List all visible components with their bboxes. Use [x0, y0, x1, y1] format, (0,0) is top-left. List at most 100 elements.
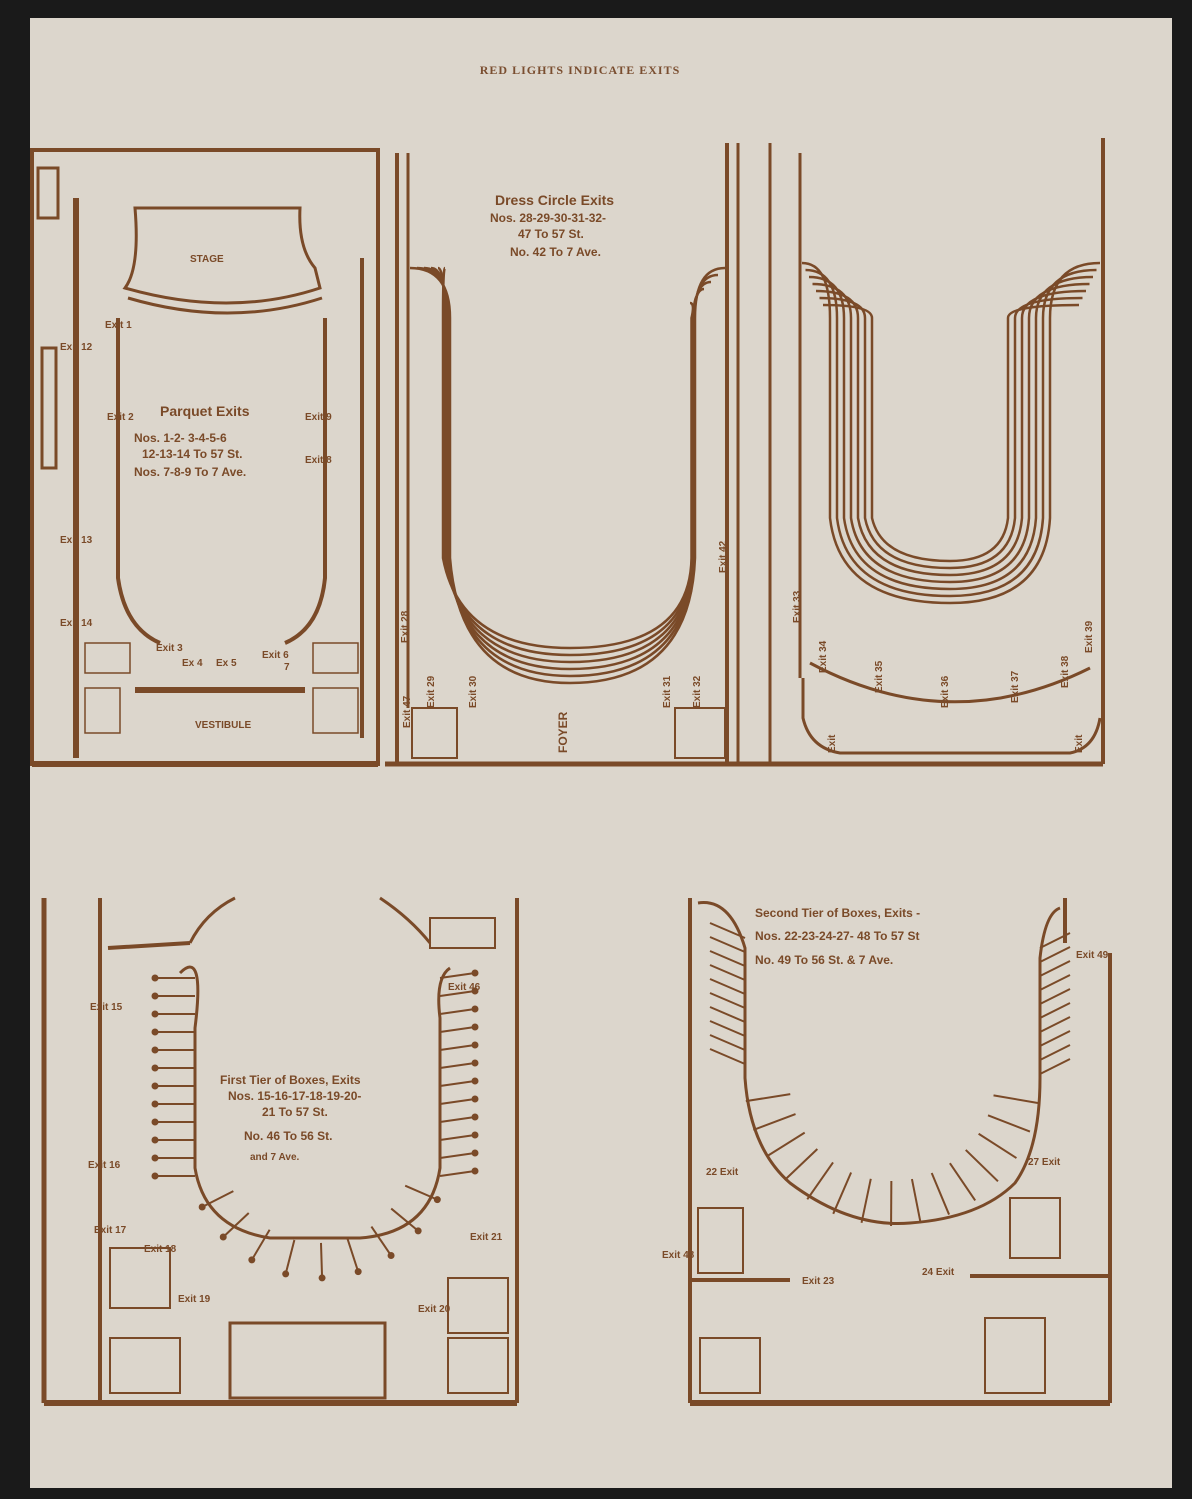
- box-divider: [346, 1238, 360, 1272]
- dress-circle-row: [430, 266, 705, 664]
- box-divider: [439, 1152, 476, 1159]
- box-divider: [910, 1178, 922, 1224]
- box-divider: [284, 1239, 296, 1275]
- box-dot: [318, 1274, 326, 1282]
- dc-exit-47: Exit 47: [402, 695, 413, 728]
- box-divider: [222, 1212, 250, 1238]
- parquet-plan: STAGE VESTIBULE Parquet Exits Nos. 1-2- …: [30, 148, 380, 767]
- box-divider: [993, 1094, 1039, 1104]
- box-dot: [387, 1252, 395, 1260]
- parquet-line-1: Nos. 1-2- 3-4-5-6: [134, 431, 227, 445]
- box-dot: [151, 1046, 159, 1054]
- box-dot: [433, 1196, 441, 1204]
- box-divider: [766, 1131, 806, 1158]
- box-dot: [151, 974, 159, 982]
- parquet-exit-1: Exit 1: [105, 320, 132, 331]
- box-divider: [439, 1116, 476, 1123]
- box-divider: [201, 1190, 234, 1208]
- box-divider: [965, 1149, 999, 1183]
- ft-exit-18: Exit 18: [144, 1244, 177, 1255]
- box-divider: [949, 1162, 977, 1201]
- bal-exit-right: Exit: [1074, 734, 1085, 753]
- bal-exit-36: Exit 36: [940, 675, 951, 708]
- bal-exit-left: Exit: [827, 734, 838, 753]
- box-divider: [1039, 1058, 1071, 1075]
- box-divider: [1039, 974, 1071, 991]
- box-divider: [709, 1034, 746, 1051]
- parquet-exit-4: Ex 4: [182, 658, 203, 669]
- dress-circle-line-2: 47 To 57 St.: [518, 227, 584, 241]
- box-divider: [1039, 946, 1071, 963]
- parquet-line-3: Nos. 7-8-9 To 7 Ave.: [134, 465, 246, 479]
- box-dot: [471, 1077, 479, 1085]
- dress-circle-plan: Dress Circle Exits Nos. 28-29-30-31-32- …: [385, 143, 740, 767]
- parquet-exit-9: Exit 9: [305, 412, 332, 423]
- parquet-exit-2: Exit 2: [107, 412, 134, 423]
- parquet-exit-7: 7: [284, 662, 290, 673]
- box-dot: [151, 992, 159, 1000]
- stage-label: STAGE: [190, 254, 224, 265]
- parquet-exit-3: Exit 3: [156, 643, 183, 654]
- box-divider: [439, 1044, 476, 1051]
- dc-exit-30: Exit 30: [468, 675, 479, 708]
- dress-circle-row: [423, 266, 712, 671]
- box-dot: [282, 1270, 290, 1278]
- floor-plans: STAGE VESTIBULE Parquet Exits Nos. 1-2- …: [30, 138, 1112, 1406]
- box-divider: [439, 1098, 476, 1105]
- balcony-plan: Exit 33 Exit 34 Exit 35 Exit 36 Exit 37 …: [738, 138, 1105, 767]
- box-divider: [439, 1008, 476, 1015]
- box-divider: [1039, 1016, 1071, 1033]
- box-divider: [319, 1242, 324, 1278]
- box-divider: [709, 922, 746, 939]
- ft-exit-17: Exit 17: [94, 1225, 127, 1236]
- st-exit-23: Exit 23: [802, 1276, 835, 1287]
- exit-notice: RED LIGHTS INDICATE EXITS: [479, 63, 681, 77]
- box-divider: [250, 1229, 271, 1261]
- box-divider: [709, 1006, 746, 1023]
- box-dot: [471, 1131, 479, 1139]
- balcony-row: [808, 275, 1094, 591]
- second-tier-line-1: Nos. 22-23-24-27- 48 To 57 St: [755, 929, 920, 943]
- box-dot: [151, 1136, 159, 1144]
- parquet-exit-8: Exit 8: [305, 455, 332, 466]
- st-exit-48: Exit 48: [662, 1250, 695, 1261]
- ft-exit-19: Exit 19: [178, 1294, 211, 1305]
- box-divider: [832, 1172, 853, 1215]
- box-divider: [439, 990, 476, 997]
- bal-exit-33: Exit 33: [792, 590, 803, 623]
- dc-exit-42: Exit 42: [718, 540, 729, 573]
- box-divider: [709, 1048, 746, 1065]
- box-dot: [151, 1118, 159, 1126]
- parquet-exit-14: Exit 14: [60, 618, 93, 629]
- box-dot: [151, 1154, 159, 1162]
- box-divider: [370, 1226, 392, 1257]
- bal-exit-38: Exit 38: [1060, 655, 1071, 688]
- dress-circle-line-1: Nos. 28-29-30-31-32-: [490, 211, 606, 225]
- st-exit-22: 22 Exit: [706, 1167, 739, 1178]
- box-divider: [439, 1026, 476, 1033]
- box-divider: [1039, 960, 1071, 977]
- parquet-exit-6: Exit 6: [262, 650, 289, 661]
- box-divider: [1039, 1030, 1071, 1047]
- parquet-exit-12: Exit 12: [60, 342, 93, 353]
- box-divider: [930, 1172, 950, 1215]
- st-exit-49: Exit 49: [1076, 950, 1109, 961]
- box-dot: [198, 1203, 206, 1211]
- balcony-row: [822, 303, 1080, 563]
- box-dot: [471, 969, 479, 977]
- box-divider: [978, 1132, 1018, 1159]
- bal-exit-39: Exit 39: [1084, 620, 1095, 653]
- box-dot: [151, 1064, 159, 1072]
- box-dot: [151, 1172, 159, 1180]
- dress-circle-line-3: No. 42 To 7 Ave.: [510, 245, 601, 259]
- box-divider: [439, 1134, 476, 1141]
- second-tier-title: Second Tier of Boxes, Exits -: [755, 906, 920, 920]
- first-tier-line-4: and 7 Ave.: [250, 1152, 299, 1163]
- box-dot: [354, 1268, 362, 1276]
- bal-exit-35: Exit 35: [874, 660, 885, 693]
- box-divider: [745, 1093, 791, 1103]
- bal-exit-37: Exit 37: [1010, 670, 1021, 703]
- box-divider: [709, 992, 746, 1009]
- parquet-exit-13: Exit 13: [60, 535, 93, 546]
- program-page: RED LIGHTS INDICATE EXITS STAGE V: [30, 18, 1172, 1488]
